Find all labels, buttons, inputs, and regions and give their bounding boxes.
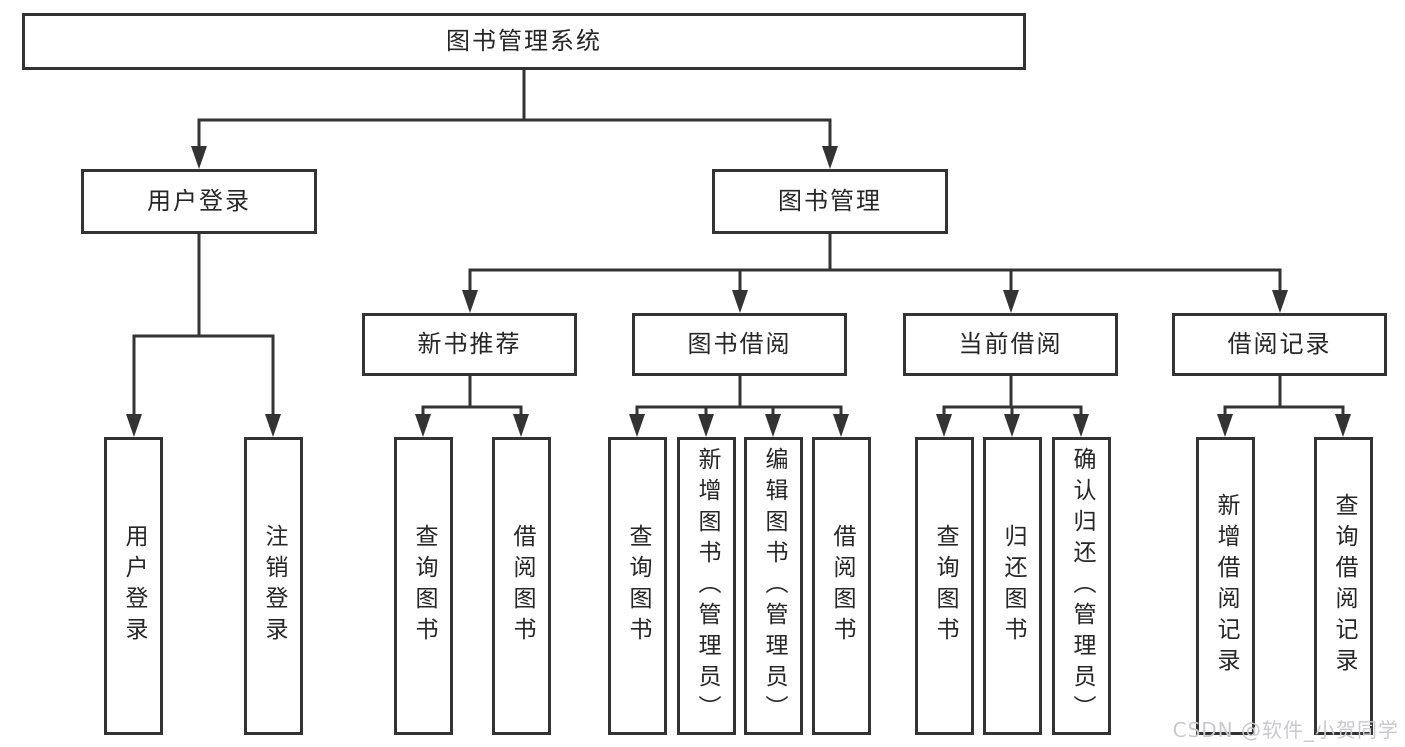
arrow-icon	[833, 414, 849, 437]
csdn-watermark: CSDN @软件_小贺同学	[1172, 718, 1399, 742]
arrow-icon	[1272, 290, 1288, 313]
arrow-icon	[126, 414, 142, 437]
leaf-cb-query-books-label: 查询图书	[932, 524, 958, 648]
leaf-bb-edit-books-admin-label: 编辑图书（管理员）	[761, 446, 787, 726]
leaf-br-add-record: 新增借阅记录	[1196, 437, 1255, 735]
leaf-nbr-borrow-books: 借阅图书	[492, 437, 551, 735]
arrow-icon	[415, 414, 431, 437]
arrow-icon	[462, 290, 478, 313]
leaf-user-login: 用户登录	[104, 437, 163, 735]
leaf-cb-return-books-label: 归还图书	[1000, 524, 1026, 648]
leaf-nbr-borrow-books-label: 借阅图书	[509, 524, 535, 648]
arrow-icon	[765, 414, 781, 437]
arrow-icon	[265, 414, 281, 437]
arrow-icon	[1004, 414, 1020, 437]
leaf-bb-borrow-books-label: 借阅图书	[829, 524, 855, 648]
leaf-bb-borrow-books: 借阅图书	[812, 437, 871, 735]
leaf-br-query-record-label: 查询借阅记录	[1331, 493, 1357, 679]
leaf-nbr-query-books-label: 查询图书	[411, 524, 437, 648]
arrow-icon	[1335, 414, 1351, 437]
arrow-icon	[698, 414, 714, 437]
arrow-icon	[732, 290, 748, 313]
leaf-bb-edit-books-admin: 编辑图书（管理员）	[744, 437, 803, 735]
leaf-cb-confirm-return-admin: 确认归还（管理员）	[1052, 437, 1111, 735]
leaf-bb-add-books-admin-label: 新增图书（管理员）	[694, 446, 720, 726]
node-user-login-label: 用户登录	[147, 187, 251, 216]
node-book-management-label: 图书管理	[778, 187, 882, 216]
leaf-br-add-record-label: 新增借阅记录	[1213, 493, 1239, 679]
leaf-logout-label: 注销登录	[261, 524, 287, 648]
node-borrowing-records-label: 借阅记录	[1227, 330, 1332, 359]
leaf-br-query-record: 查询借阅记录	[1314, 437, 1373, 735]
node-root-system: 图书管理系统	[22, 13, 1026, 70]
leaf-nbr-query-books: 查询图书	[394, 437, 453, 735]
node-new-book-recommend: 新书推荐	[362, 313, 577, 376]
node-book-borrowing-label: 图书借阅	[687, 330, 792, 359]
leaf-user-login-label: 用户登录	[121, 524, 147, 648]
node-root-system-label: 图书管理系统	[446, 27, 602, 56]
leaf-bb-add-books-admin: 新增图书（管理员）	[677, 437, 736, 735]
node-borrowing-records: 借阅记录	[1172, 313, 1387, 376]
arrow-icon	[936, 414, 952, 437]
node-current-borrowing-label: 当前借阅	[958, 330, 1063, 359]
node-current-borrowing: 当前借阅	[903, 313, 1118, 376]
arrow-icon	[1073, 414, 1089, 437]
leaf-bb-query-books-label: 查询图书	[625, 524, 651, 648]
arrow-icon	[191, 146, 207, 169]
arrow-icon	[1003, 290, 1019, 313]
arrow-icon	[822, 146, 838, 169]
node-book-management: 图书管理	[712, 169, 948, 234]
arrow-icon	[513, 414, 529, 437]
leaf-cb-confirm-return-admin-label: 确认归还（管理员）	[1069, 446, 1095, 726]
node-book-borrowing: 图书借阅	[632, 313, 847, 376]
arrow-icon	[629, 414, 645, 437]
leaf-cb-return-books: 归还图书	[983, 437, 1042, 735]
node-new-book-recommend-label: 新书推荐	[417, 330, 522, 359]
node-user-login: 用户登录	[81, 169, 317, 234]
leaf-cb-query-books: 查询图书	[915, 437, 974, 735]
arrow-icon	[1217, 414, 1233, 437]
leaf-bb-query-books: 查询图书	[608, 437, 667, 735]
leaf-logout: 注销登录	[244, 437, 303, 735]
